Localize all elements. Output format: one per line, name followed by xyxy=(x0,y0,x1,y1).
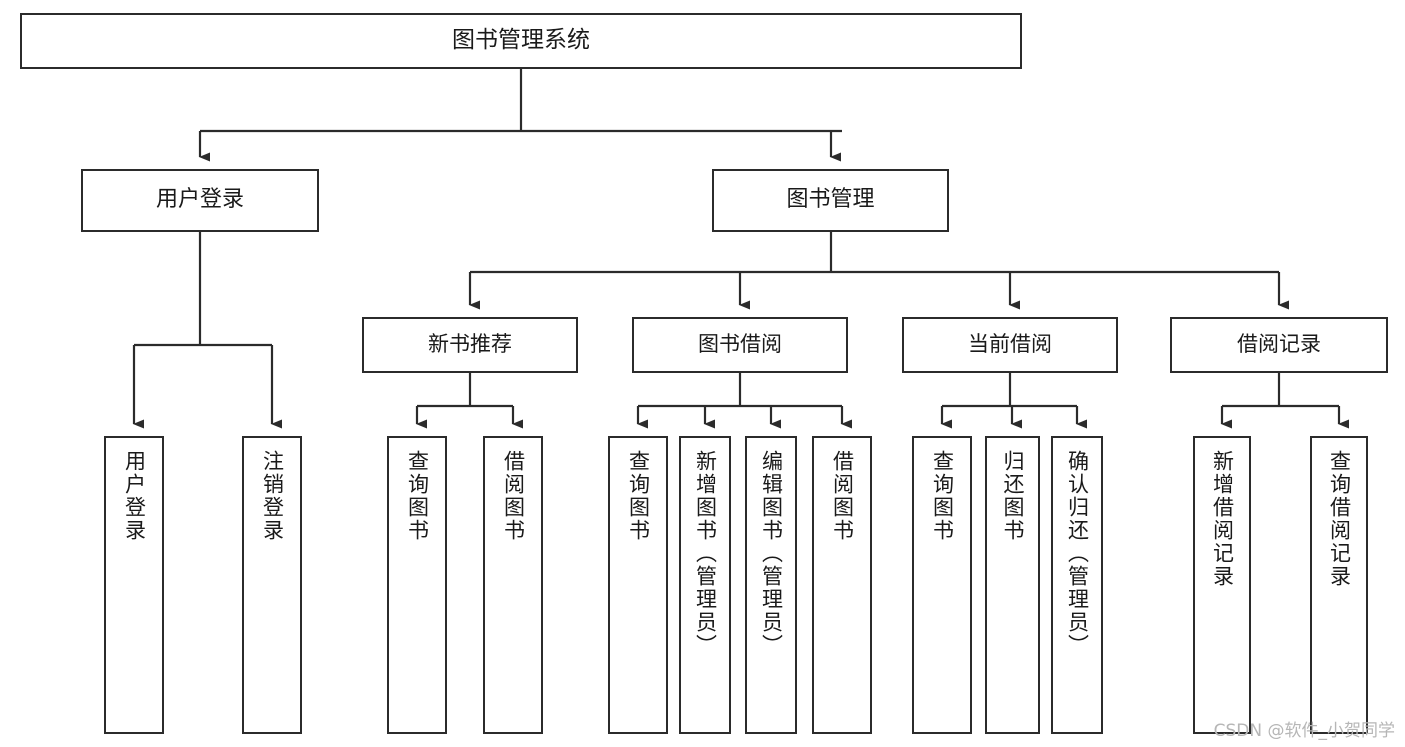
node-label: 图书管理系统 xyxy=(452,27,590,54)
node-leaf-query-book-borrow[interactable]: 查询图书 xyxy=(608,436,668,734)
node-book-management[interactable]: 图书管理 xyxy=(712,169,949,232)
node-label: 用户登录 xyxy=(122,450,147,542)
node-label: 图书借阅 xyxy=(698,332,782,357)
node-leaf-return-book[interactable]: 归还图书 xyxy=(985,436,1040,734)
node-leaf-edit-book-admin[interactable]: 编辑图书（管理员） xyxy=(745,436,797,734)
node-label: 借阅图书 xyxy=(501,450,526,542)
node-leaf-borrow-book-recommend[interactable]: 借阅图书 xyxy=(483,436,543,734)
node-label: 新增借阅记录 xyxy=(1210,450,1235,588)
node-label: 查询图书 xyxy=(405,450,430,542)
node-book-management-system[interactable]: 图书管理系统 xyxy=(20,13,1022,69)
node-label: 新书推荐 xyxy=(428,332,512,357)
node-label: 查询图书 xyxy=(626,450,651,542)
node-label: 当前借阅 xyxy=(968,332,1052,357)
node-new-book-recommend[interactable]: 新书推荐 xyxy=(362,317,578,373)
node-label: 查询图书 xyxy=(930,450,955,542)
node-label: 确认归还（管理员） xyxy=(1065,450,1090,657)
node-leaf-query-book-recommend[interactable]: 查询图书 xyxy=(387,436,447,734)
node-leaf-user-login[interactable]: 用户登录 xyxy=(104,436,164,734)
node-label: 图书管理 xyxy=(786,187,875,213)
node-label: 编辑图书（管理员） xyxy=(759,450,784,657)
node-user-login[interactable]: 用户登录 xyxy=(81,169,319,232)
node-label: 注销登录 xyxy=(260,450,285,542)
node-leaf-confirm-return-admin[interactable]: 确认归还（管理员） xyxy=(1051,436,1103,734)
node-label: 借阅记录 xyxy=(1237,332,1321,357)
node-borrow-record[interactable]: 借阅记录 xyxy=(1170,317,1388,373)
node-leaf-query-borrow-record[interactable]: 查询借阅记录 xyxy=(1310,436,1368,734)
watermark-text: CSDN @软件_小贺同学 xyxy=(1213,721,1395,741)
node-leaf-query-book-current[interactable]: 查询图书 xyxy=(912,436,972,734)
node-label: 归还图书 xyxy=(1001,450,1025,542)
node-leaf-add-book-admin[interactable]: 新增图书（管理员） xyxy=(679,436,731,734)
node-label: 借阅图书 xyxy=(830,450,855,542)
node-current-borrow[interactable]: 当前借阅 xyxy=(902,317,1118,373)
node-leaf-user-logout[interactable]: 注销登录 xyxy=(242,436,302,734)
node-leaf-borrow-book[interactable]: 借阅图书 xyxy=(812,436,872,734)
node-label: 查询借阅记录 xyxy=(1327,450,1352,588)
node-label: 新增图书（管理员） xyxy=(693,450,718,657)
node-book-borrow[interactable]: 图书借阅 xyxy=(632,317,848,373)
node-label: 用户登录 xyxy=(155,187,244,213)
node-leaf-add-borrow-record[interactable]: 新增借阅记录 xyxy=(1193,436,1251,734)
